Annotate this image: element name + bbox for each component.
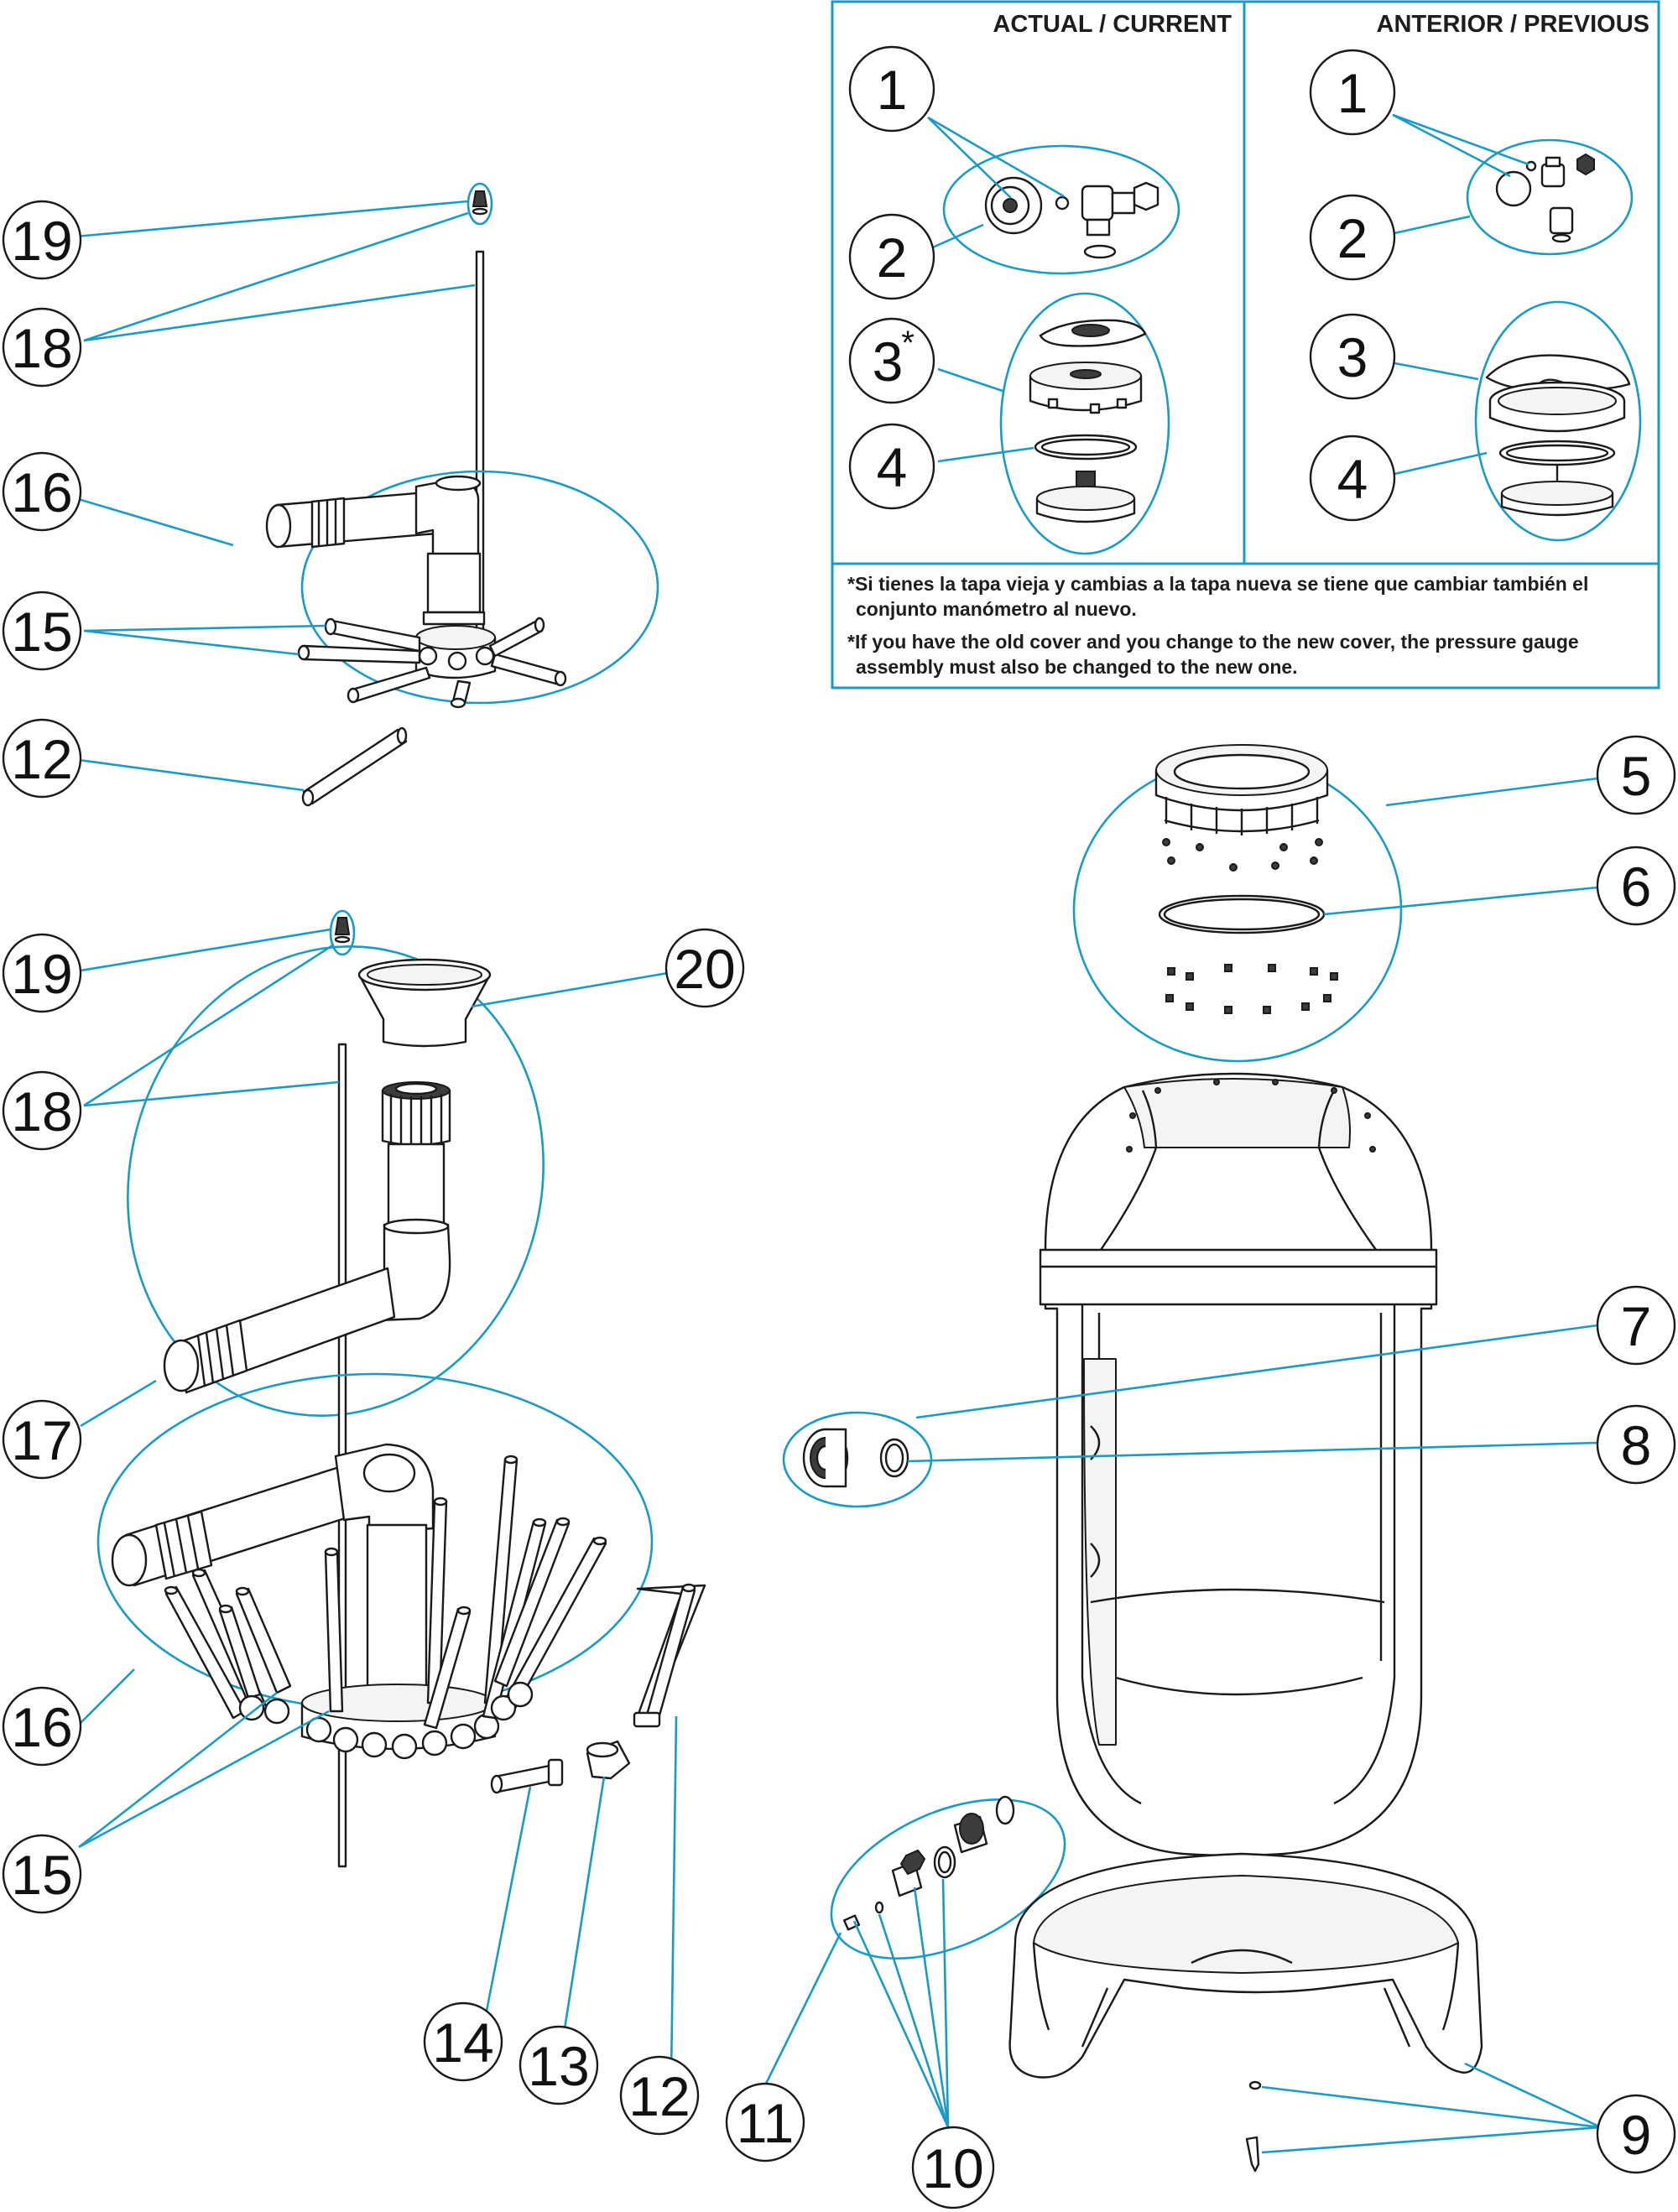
callout-3-previous: 3 — [1337, 326, 1368, 388]
callout-1-current: 1 — [877, 59, 908, 121]
callout-9: 9 — [1621, 2104, 1652, 2166]
callout-7: 7 — [1621, 1295, 1652, 1357]
callout-11: 11 — [737, 2092, 795, 2154]
callout-circles — [2, 45, 1676, 2209]
callout-16-bottom: 16 — [11, 1696, 72, 1758]
callout-4-previous: 4 — [1337, 448, 1368, 510]
callout-15-bottom: 15 — [11, 1844, 72, 1906]
connector-tube-14 — [490, 1758, 564, 1794]
panel-leader-lines — [919, 113, 1529, 476]
lateral-assembly-outline — [300, 470, 659, 705]
collector-pipe-small — [265, 475, 567, 709]
air-vent-bottom-circle — [329, 909, 356, 956]
drain-parts — [842, 1795, 1015, 1931]
callout-6: 6 — [1621, 856, 1652, 918]
air-vent-bottom — [334, 917, 351, 944]
air-vent-top — [472, 190, 488, 216]
replacement-parts-panel: ACTUAL / CURRENT ANTERIOR / PREVIOUS *Si… — [831, 0, 1660, 690]
lateral-manifold-large — [111, 1443, 607, 1760]
note-es-line2: conjunto manómetro al nuevo. — [856, 598, 1137, 620]
note-en-line1: *If you have the old cover and you chang… — [847, 631, 1579, 653]
callout-8: 8 — [1621, 1414, 1652, 1476]
callout-5: 5 — [1621, 745, 1652, 807]
collector-assembly-outline — [127, 945, 545, 1417]
callout-17: 17 — [11, 1409, 72, 1471]
note-en-line2: assembly must also be changed to the new… — [856, 656, 1298, 678]
callout-4-current: 4 — [877, 436, 908, 498]
callout-19-top: 19 — [11, 210, 72, 272]
callout-12-bottom: 12 — [628, 2065, 690, 2127]
callout-13: 13 — [528, 2035, 589, 2097]
header-previous: ANTERIOR / PREVIOUS — [1377, 11, 1650, 38]
gauge-assembly-previous-outline — [1466, 138, 1634, 256]
flange-o-ring — [1158, 894, 1326, 934]
air-vent-top-circle — [466, 182, 493, 226]
callout-2-previous: 2 — [1337, 207, 1368, 269]
elbow-fitting-13 — [586, 1740, 631, 1780]
leader-lines — [75, 200, 1602, 2154]
pressure-gauge-current — [984, 176, 1159, 259]
base-screws — [1245, 2080, 1262, 2173]
callout-3-current: 3 — [873, 330, 904, 393]
bulkhead-union — [802, 1428, 849, 1488]
lateral-assembly-large — [96, 909, 706, 1868]
callout-1-previous: 1 — [1337, 62, 1368, 124]
callout-20: 20 — [674, 938, 735, 1000]
cover-assembly-current-outline — [999, 292, 1170, 555]
filter-cover-current — [1029, 319, 1147, 523]
callout-numbers: 1 2 3 * 4 1 2 3 4 5 6 7 8 9 10 11 19 18 … — [11, 59, 1651, 2199]
callout-18-top: 18 — [11, 317, 72, 379]
callout-19-bottom: 19 — [11, 943, 72, 1005]
spare-lateral-top — [301, 726, 408, 807]
gauge-assembly-current-outline — [942, 144, 1180, 275]
callout-14: 14 — [432, 2012, 493, 2074]
flange-nuts — [1165, 964, 1338, 1014]
diffuser-funnel — [357, 958, 492, 1048]
callout-15-top: 15 — [11, 601, 72, 663]
note-es-line1: *Si tienes la tapa vieja y cambias a la … — [847, 573, 1588, 595]
filter-tank — [1039, 1072, 1438, 1857]
flange-bolts-top — [1162, 838, 1323, 872]
callout-16-top: 16 — [11, 461, 72, 523]
filter-base — [1008, 1852, 1483, 2079]
filter-cover-previous — [1485, 354, 1631, 517]
callout-10: 10 — [922, 2137, 983, 2199]
drain-assembly-outline — [830, 1798, 1066, 1960]
callout-2-current: 2 — [877, 226, 908, 289]
spare-lateral-bottom — [633, 1583, 706, 1728]
cover-assembly-previous-outline — [1474, 300, 1642, 542]
bulkhead-o-ring — [879, 1438, 909, 1478]
header-current: ACTUAL / CURRENT — [993, 11, 1232, 38]
lateral-assembly-small — [265, 182, 659, 807]
callout-12-top: 12 — [11, 728, 72, 790]
tank-flange — [1154, 744, 1329, 835]
pressure-gauge-previous — [1495, 153, 1595, 243]
callout-3-asterisk: * — [901, 325, 915, 362]
callout-18-bottom: 18 — [11, 1080, 72, 1142]
